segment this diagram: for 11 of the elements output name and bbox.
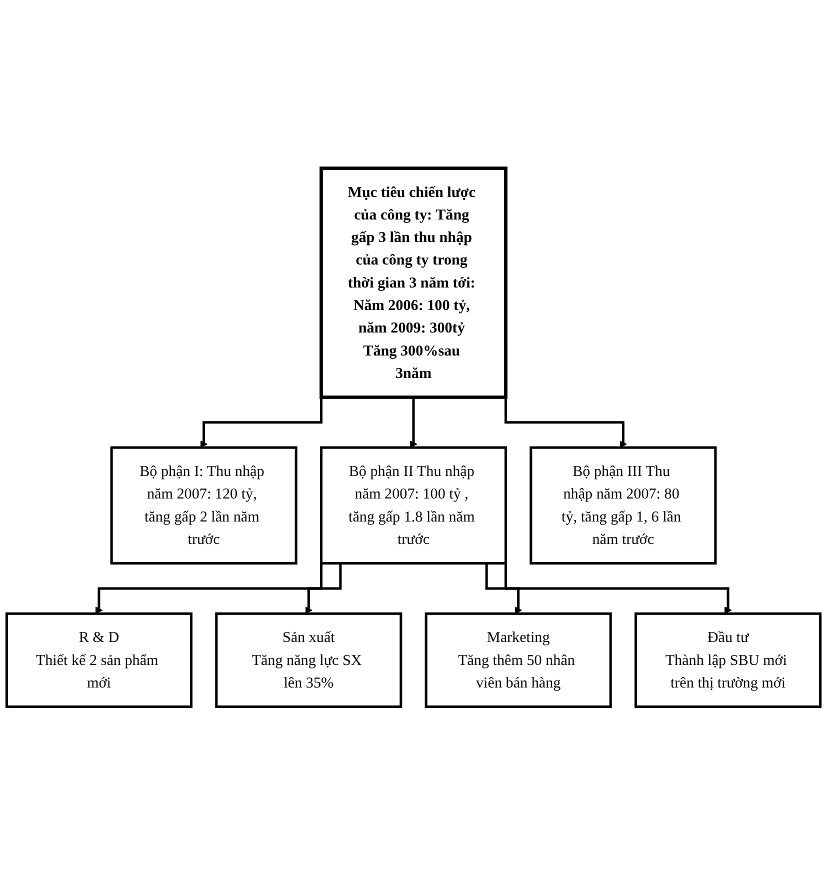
node-box: R & D Thiết kế 2 sản phẩm mới [5,612,192,708]
node-box: Mục tiêu chiến lược của công ty: Tăng gấp 3 lần thu nhập của công ty trong thời gian 3 năm tới: Năm 2006: 100 tỷ, năm 2009: 300tỷ Tăng 300%sau 3năm [320,166,508,399]
arrow [304,563,342,614]
node-box: Bộ phận II Thu nhập năm 2007: 100 tỷ , tăng gấp 1.8 lần năm trước [320,446,508,565]
node-box: Sản xuất Tăng năng lực SX lên 35% [215,612,402,708]
arrow [410,397,418,448]
arrow [485,563,522,614]
node-box: Đầu tư Thành lập SBU mới trên thị trường mới [634,612,822,708]
node-box: Bộ phận III Thu nhập năm 2007: 80 tỷ, tăng gấp 1, 6 lần năm trước [530,446,717,565]
node-box: Bộ phận I: Thu nhập năm 2007: 120 tỷ, tăng gấp 2 lần năm trước [110,446,298,565]
node-box: Marketing Tăng thêm 50 nhân viên bán hàng [424,612,612,708]
